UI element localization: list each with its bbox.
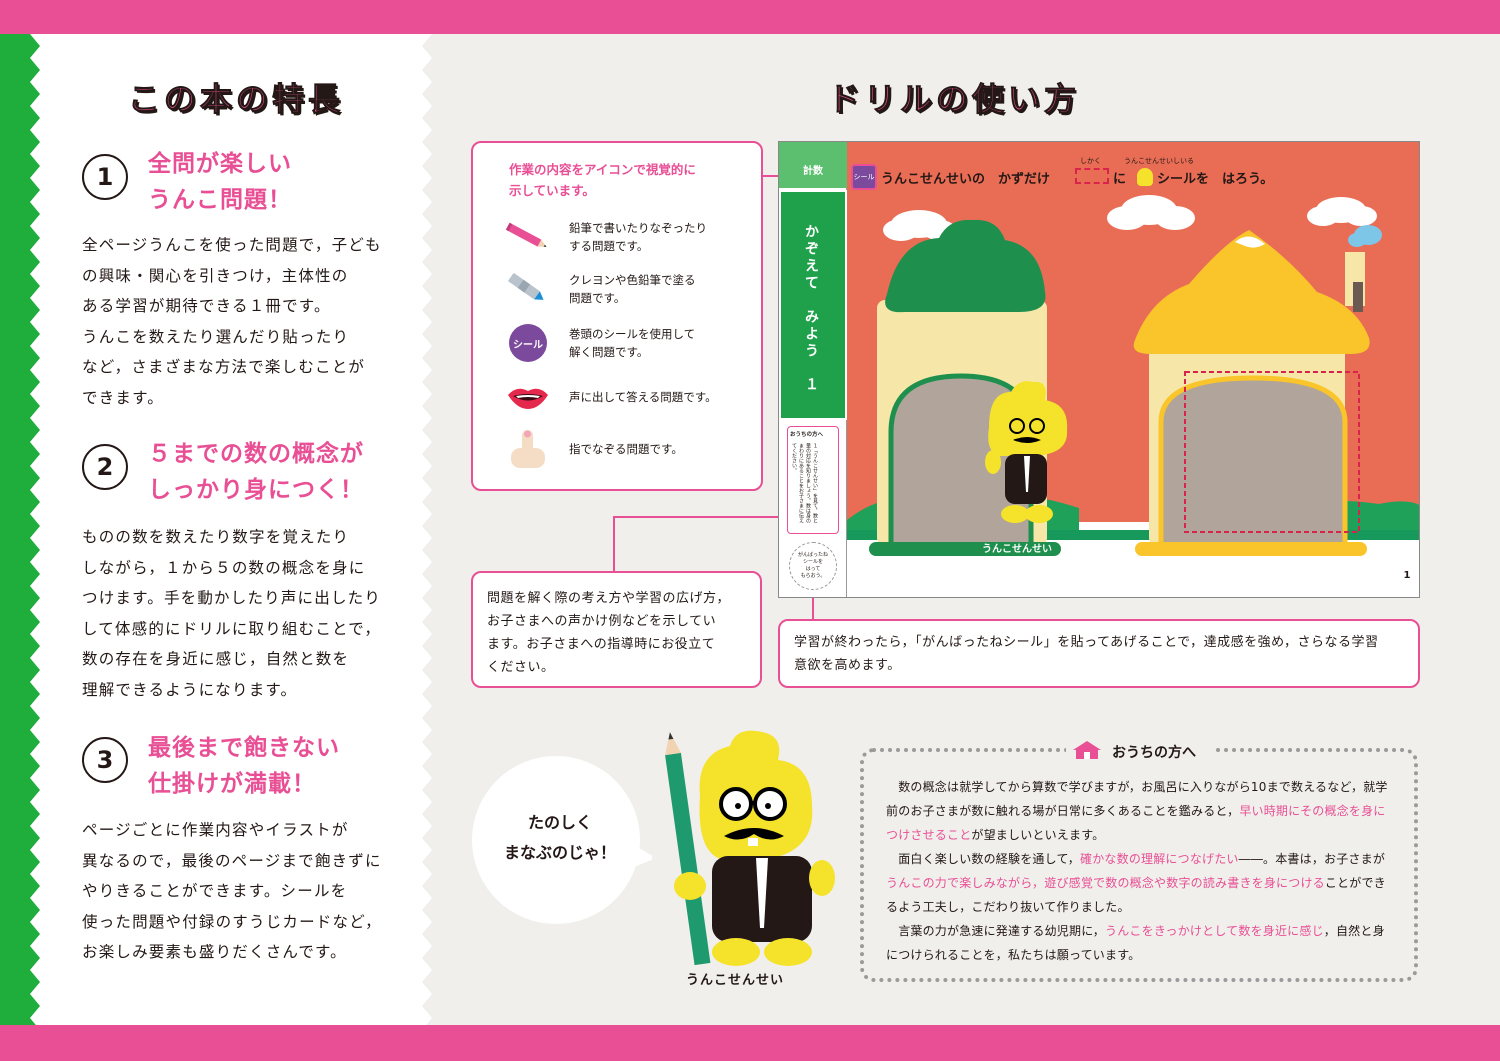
parents-text-run: ――。本書は，お子さまが [1238,852,1386,866]
legend-item-crayon: クレヨンや色鉛筆で塗る 問題です。 [503,269,729,309]
parents-note-title: おうちの方へ [1112,745,1196,761]
finger-icon [503,429,553,469]
feature-2-body: ものの数を数えたり数字を覚えたり しながら，１から５の数の概念を身に つけます。… [82,528,382,699]
legend-text-finger: 指でなぞる問題です。 [569,442,683,456]
mouth-icon [503,377,553,417]
connector-line-advice-h [613,516,799,518]
unko-sensei-small [985,381,1068,523]
speech-bubble [472,756,652,924]
pencil-icon [503,217,553,257]
character-name: うんこせんせい [686,973,785,988]
legend-text-mouth: 声に出して答える問題です。 [569,390,717,404]
top-border [0,0,1500,34]
parents-highlight: 確かな数の理解につなげたい [1080,852,1239,866]
drill-page-preview: シール うんこせんせいの かずだけ しかく に うんこせんせい シールを はろう… [778,141,1420,598]
drill-instruction-box [1075,168,1109,184]
parents-highlight: うんこをきっかけとして数を身近に感じ [1105,924,1324,938]
sticker-callout: 学習が終わったら，「がんばったねシール」を貼ってあげることで，達成感を強め，さら… [778,619,1420,688]
parents-paragraph-1: 数の概念は就学してから算数で学びますが，お風呂に入りながら10まで数えるなど，就… [886,775,1394,847]
parents-highlight: うんこの力で楽しみながら，遊び感覚で数の概念や数字の読み書きを身につける [886,876,1325,890]
parents-text-run: 数の概念は就学してから算数で学びますが，お風呂に入りながら10まで数えるなど，就… [886,780,1388,818]
drill-instruction-c: シールを はろう。 [1157,172,1274,187]
drill-poo-icon [1137,168,1153,186]
icon-legend-callout: 作業の内容をアイコンで視覚的に 示しています。 鉛筆で書いたりなぞったり する問… [471,141,763,491]
drill-instruction-b: に [1113,172,1127,187]
legend-item-finger: 指でなぞる問題です。 [503,429,729,469]
drill-ruby-seal: しいる [1173,157,1194,165]
parents-text-run: が望ましいといえます。 [971,828,1105,842]
sticker-callout-text: 学習が終わったら，「がんばったねシール」を貼ってあげることで，達成感を強め，さら… [794,635,1379,673]
drill-page-number: 1 [1403,570,1411,581]
icon-legend-intro: 作業の内容をアイコンで視覚的に 示しています。 [509,162,696,198]
feature-3-title: 最後まで飽きない 仕掛けが満載！ [148,735,340,797]
feature-2-title: ５までの数の概念が しっかり身につく！ [148,441,364,503]
drill-lesson-title: かぞえて みよう １ [803,224,819,394]
parents-text-run: ことができるよう工夫し，こだわり抜いて作りました。 [886,876,1386,914]
legend-item-mouth: 声に出して答える問題です。 [503,377,729,417]
house-icon [1072,740,1102,760]
feature-3-body: ページごとに作業内容やイラストが 異なるので，最後のページまで飽きずに やりきる… [82,821,382,961]
sticker-icon-label: シール [509,324,547,362]
connector-line-advice-v [613,516,615,572]
drill-instruction-a: うんこせんせいの かずだけ [881,172,1050,187]
legend-text-sticker: 巻頭のシールを使用して 解く問題です。 [569,327,696,359]
green-zigzag-edge [0,34,40,1025]
drill-ruby-sensei: うんこせんせい [1124,157,1173,165]
drill-side-strip: 計数 かぞえて みよう １ おうちの方へ １「うんこせんせい」を見て，数と量の対… [779,142,847,597]
connector-line-sticker [812,580,814,620]
drill-illustration [847,195,1419,597]
feature-1-number: 1 [82,154,128,200]
bottom-border [0,1025,1500,1061]
parents-note-text: 数の概念は就学してから算数で学びますが，お風呂に入りながら10まで数えるなど，就… [886,775,1394,967]
feature-2-number: 2 [82,444,128,490]
sticker-icon: シール [503,323,553,363]
features-heading: この本の特長 [127,80,345,119]
legend-item-sticker: シール 巻頭のシールを使用して 解く問題です。 [503,323,729,363]
parents-highlight: 早い時期にその概念を身につけさせること [886,804,1386,842]
parents-paragraph-3: 言葉の力が急速に発達する幼児期に，うんこをきっかけとして数を身近に感じ，自然と身… [886,919,1394,967]
drill-sticker-icon: シール [851,164,877,190]
parents-text-run: ，自然と身につけられることを，私たちは願っています。 [886,924,1385,962]
unko-sensei-character [665,730,835,966]
parents-paragraph-2: 面白く楽しい数の経験を通して，確かな数の理解につなげたい――。本書は，お子さまが… [886,847,1394,919]
legend-text-crayon: クレヨンや色鉛筆で塗る 問題です。 [569,273,696,305]
cloud-left [883,210,956,241]
drill-subject-tab: 計数 [779,142,847,188]
parents-text-run: 言葉の力が急速に発達する幼児期に， [886,924,1106,938]
drill-parent-note-text: １「うんこせんせい」を見て，数と量の対応を知りましょう。数は身のまわりにあること… [791,443,818,523]
feature-3-number: 3 [82,737,128,783]
advice-callout: 問題を解く際の考え方や学習の広げ方， お子さまへの声かけ例などを示してい ます。… [471,571,762,688]
usage-heading: ドリルの使い方 [827,80,1081,119]
drill-parent-note: おうちの方へ １「うんこせんせい」を見て，数と量の対応を知りましょう。数は身のま… [787,426,839,534]
cloud-center [1107,195,1195,230]
drill-character-label: うんこせんせい [982,544,1052,555]
speech-text: たのしく まなぶのじゃ！ [503,813,616,862]
feature-1-title: 全問が楽しい うんこ問題！ [148,151,292,213]
legend-text-pencil: 鉛筆で書いたりなぞったり する問題です。 [569,221,707,253]
drill-sticker-circle: がんばったね シールを はって もらおう。 [789,542,837,590]
parents-text-run: 面白く楽しい数の経験を通して， [886,852,1081,866]
cloud-right [1307,197,1377,226]
advice-callout-text: 問題を解く際の考え方や学習の広げ方， お子さまへの声かけ例などを示してい ます。… [487,591,731,675]
feature-1-body: 全ページうんこを使った問題で，子ども の興味・関心を引きつけ，主体性の ある学習… [82,236,382,407]
drill-parent-note-title: おうちの方へ [790,432,824,438]
legend-item-pencil: 鉛筆で書いたりなぞったり する問題です。 [503,217,729,257]
crayon-icon [503,269,553,309]
drill-ruby-shikaku: しかく [1080,157,1101,165]
